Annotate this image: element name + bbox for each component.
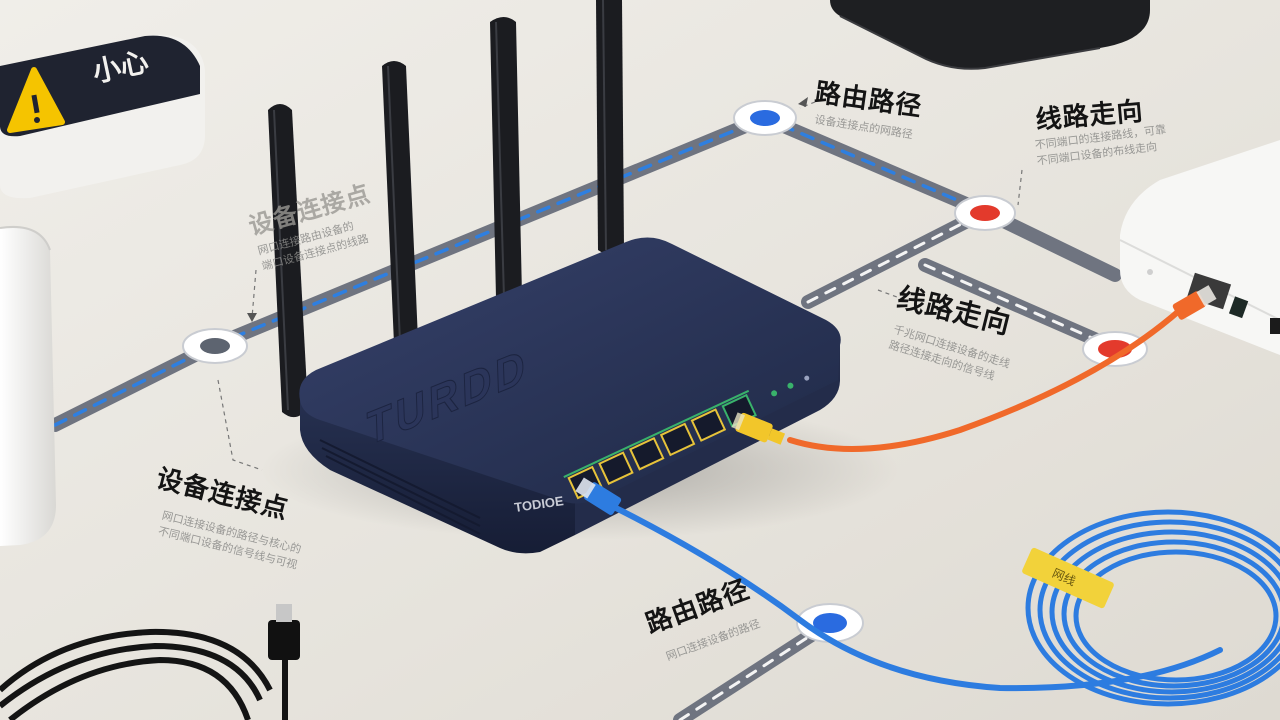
ethernet-port: [659, 422, 696, 457]
node-upper: [733, 100, 797, 136]
warning-sign: 小心: [0, 34, 205, 199]
path-network: [48, 97, 1148, 720]
rj45-connector: [731, 412, 786, 445]
blue-cable: 网线: [575, 477, 1280, 707]
antenna: [490, 17, 522, 303]
usb-connector: [268, 604, 300, 660]
node-left: [182, 328, 248, 364]
cable-coil: [1025, 509, 1280, 707]
rj45-connector: [575, 477, 622, 515]
node-right: [954, 195, 1016, 231]
router-antennas: [268, 0, 624, 418]
antenna: [596, 0, 624, 255]
black-cable: [0, 604, 300, 720]
cable-tag: 网线: [1022, 547, 1114, 609]
leader-arrow-icon: [798, 97, 808, 107]
ethernet-port: [629, 437, 665, 471]
device-box-top: [830, 0, 1150, 70]
antenna: [382, 61, 418, 349]
orange-cable: [731, 285, 1217, 452]
router-brand-front: TODIOE: [513, 493, 565, 515]
rj45-connector: [1172, 285, 1217, 320]
ethernet-port: [598, 451, 634, 485]
antenna: [268, 104, 308, 418]
leader-arrow-icon: [247, 313, 257, 322]
mug: [0, 226, 56, 547]
ethernet-port: [690, 408, 727, 442]
